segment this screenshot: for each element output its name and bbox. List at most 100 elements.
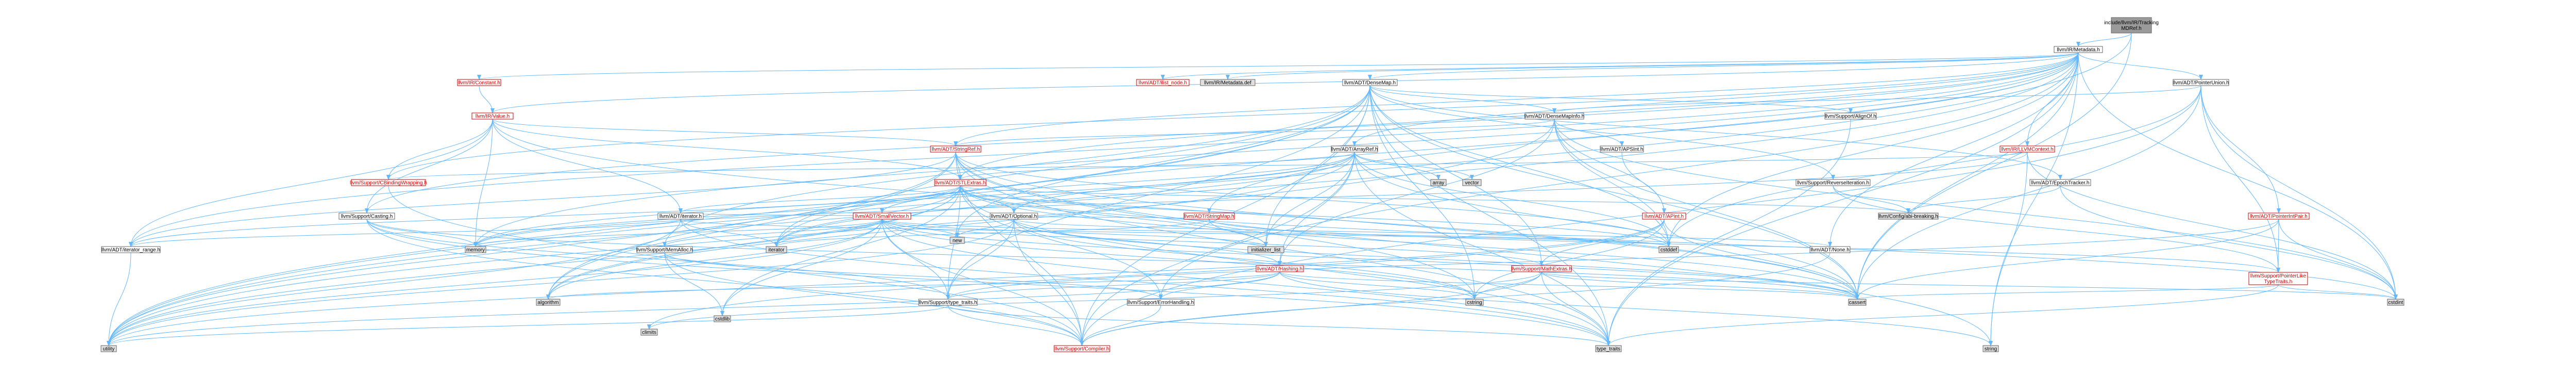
edge-iteratorh-to-iteratorrange bbox=[129, 219, 681, 247]
node-aligntof[interactable]: llvm/Support/AlignOf.h bbox=[1824, 112, 1877, 120]
node-cstdlib[interactable]: cstdlib bbox=[714, 315, 731, 322]
edge-typetraits-to-stdtypetraits bbox=[947, 305, 1611, 346]
edge-iteratorrange-to-utility bbox=[107, 252, 131, 346]
node-label-cassert: cassert bbox=[1849, 300, 1866, 306]
node-label-apsint: llvm/ADT/APSInt.h bbox=[1601, 147, 1643, 153]
node-pointerintpair[interactable]: llvm/ADT/PointerIntPair.h bbox=[2248, 212, 2310, 220]
node-algorithm[interactable]: algorithm bbox=[536, 299, 561, 306]
edge-iteratorh-to-stdtypetraits bbox=[680, 219, 1611, 346]
node-cstdint[interactable]: cstdint bbox=[2387, 299, 2404, 306]
node-apint[interactable]: llvm/ADT/APInt.h bbox=[1642, 212, 1686, 220]
node-pointerunion[interactable]: llvm/ADT/PointerUnion.h bbox=[2173, 79, 2229, 86]
edge-stlextras-to-iteratorrange bbox=[129, 185, 961, 247]
edge-stringmap-to-iterator bbox=[774, 219, 1210, 247]
node-optional[interactable]: llvm/ADT/Optional.h bbox=[990, 212, 1038, 220]
node-smallvector[interactable]: llvm/ADT/SmallVector.h bbox=[853, 212, 911, 220]
edge-mathextras-to-climits bbox=[647, 271, 1542, 330]
edge-stlextras-to-cstdlib bbox=[720, 185, 961, 316]
node-compiler[interactable]: llvm/Support/Compiler.h bbox=[1054, 345, 1110, 352]
edge-casting-to-stdtypetraits bbox=[366, 219, 1611, 346]
edge-hashing-to-cstring bbox=[1279, 271, 1477, 300]
node-box-cstring bbox=[1465, 299, 1484, 306]
node-box-llvmcontext bbox=[1999, 145, 2055, 153]
edge-smallvector-to-algorithm bbox=[546, 219, 883, 300]
node-reverseiter[interactable]: llvm/Support/ReverseIteration.h bbox=[1795, 179, 1871, 186]
edge-arrayref-to-stdtypetraits bbox=[1354, 152, 1611, 346]
node-box-configbreak bbox=[1878, 212, 1939, 220]
node-stringmap[interactable]: llvm/ADT/StringMap.h bbox=[1183, 212, 1235, 220]
edge-smallvector-to-iterator bbox=[774, 219, 883, 247]
node-stlextras[interactable]: llvm/ADT/STLExtras.h bbox=[934, 179, 987, 186]
edge-mathextras-to-cstring bbox=[1472, 271, 1542, 300]
node-box-stringref bbox=[930, 145, 981, 153]
node-constant[interactable]: llvm/IR/Constant.h bbox=[457, 79, 501, 86]
node-label-iterator: iterator bbox=[768, 248, 785, 253]
node-cstddef[interactable]: cstddef bbox=[1658, 246, 1679, 253]
node-box-stdtypetraits bbox=[1595, 345, 1622, 352]
node-typetraits[interactable]: llvm/Support/type_traits.h bbox=[918, 299, 978, 306]
node-noneh[interactable]: llvm/ADT/None.h bbox=[1809, 246, 1851, 253]
node-llvmcontext[interactable]: llvm/IR/LLVMContext.h bbox=[1999, 145, 2055, 153]
node-cstring[interactable]: cstring bbox=[1465, 299, 1484, 306]
edge-metadata-to-constant bbox=[478, 52, 2079, 80]
node-metadatadef[interactable]: llvm/IR/Metadata.def bbox=[1200, 79, 1256, 86]
node-box-metadatadef bbox=[1200, 79, 1256, 86]
node-vector[interactable]: vector bbox=[1462, 179, 1482, 186]
edge-stlextras-to-errorhandling bbox=[960, 185, 1163, 300]
node-memalloc[interactable]: llvm/Support/MemAlloc.h bbox=[636, 246, 693, 253]
edge-memalloc-to-cstdlib bbox=[664, 252, 724, 316]
node-iterator[interactable]: iterator bbox=[766, 246, 787, 253]
node-label-array: array bbox=[1433, 181, 1445, 186]
node-stringref[interactable]: llvm/ADT/StringRef.h bbox=[930, 145, 981, 153]
node-label-optional: llvm/ADT/Optional.h bbox=[991, 214, 1037, 220]
node-memory[interactable]: memory bbox=[465, 246, 486, 253]
node-climits[interactable]: climits bbox=[640, 329, 658, 336]
node-new[interactable]: new bbox=[950, 237, 965, 244]
node-configbreak[interactable]: llvm/Config/abi-breaking.h bbox=[1878, 212, 1939, 220]
edge-mathextras-to-cassert bbox=[1541, 271, 1859, 300]
node-metadata[interactable]: llvm/IR/Metadata.h bbox=[2054, 46, 2103, 53]
edge-smallvector-to-cstddef bbox=[882, 219, 1671, 247]
node-casting[interactable]: llvm/Support/Casting.h bbox=[338, 212, 395, 220]
node-stdtypetraits[interactable]: type_traits bbox=[1595, 345, 1622, 352]
edge-root-to-cassert bbox=[1855, 32, 2132, 300]
node-iteratorh[interactable]: llvm/ADT/iterator.h bbox=[657, 212, 704, 220]
node-label-stlextras: llvm/ADT/STLExtras.h bbox=[935, 181, 986, 186]
edge-arrayref-to-stlextras bbox=[958, 152, 1355, 180]
node-iteratorrange[interactable]: llvm/ADT/iterator_range.h bbox=[101, 246, 161, 253]
edge-pointerintpair-to-cstdint bbox=[2278, 219, 2398, 300]
node-array[interactable]: array bbox=[1430, 179, 1447, 186]
node-string[interactable]: string bbox=[1982, 345, 1999, 352]
edge-hashing-to-algorithm bbox=[546, 271, 1280, 300]
node-box-aligntof bbox=[1824, 112, 1877, 120]
edge-arrayref-to-cstddef bbox=[1354, 152, 1671, 247]
node-ilistnode[interactable]: llvm/ADT/ilist_node.h bbox=[1136, 79, 1190, 86]
node-densemapinfo[interactable]: llvm/ADT/DenseMapInfo.h bbox=[1524, 112, 1585, 120]
node-errorhandling[interactable]: llvm/Support/ErrorHandling.h bbox=[1127, 299, 1195, 306]
edge-aligntof-to-stdtypetraits bbox=[1606, 119, 1851, 346]
node-densemap[interactable]: llvm/ADT/DenseMap.h bbox=[1342, 79, 1398, 86]
node-initlist[interactable]: initializer_list bbox=[1247, 246, 1284, 253]
node-mathextras[interactable]: llvm/Support/MathExtras.h bbox=[1511, 265, 1572, 272]
edge-casting-to-cassert bbox=[366, 219, 1859, 300]
node-label-compiler: llvm/Support/Compiler.h bbox=[1055, 347, 1109, 352]
edge-value-to-cassert bbox=[492, 119, 1859, 300]
node-arrayref[interactable]: llvm/ADT/ArrayRef.h bbox=[1331, 145, 1378, 153]
node-hashing[interactable]: llvm/ADT/Hashing.h bbox=[1256, 265, 1304, 272]
node-cbinding[interactable]: llvm/Support/CBindingWrapping.h bbox=[350, 179, 427, 186]
node-apsint[interactable]: llvm/ADT/APSInt.h bbox=[1600, 145, 1644, 153]
node-cassert[interactable]: cassert bbox=[1848, 299, 1867, 306]
edge-smallvector-to-typetraits bbox=[882, 219, 950, 300]
node-box-apsint bbox=[1600, 145, 1644, 153]
edge-metadata-to-casting bbox=[365, 52, 2079, 214]
node-value[interactable]: llvm/IR/Value.h bbox=[471, 112, 514, 120]
node-box-compiler bbox=[1054, 345, 1110, 352]
edge-apsint-to-apint bbox=[1621, 152, 1666, 214]
node-epochtracker[interactable]: llvm/ADT/EpochTracker.h bbox=[2029, 179, 2091, 186]
node-utility[interactable]: utility bbox=[100, 345, 117, 352]
edge-stringmap-to-initlist bbox=[1209, 219, 1268, 247]
edge-densemapinfo-to-cassert bbox=[1554, 119, 1859, 300]
